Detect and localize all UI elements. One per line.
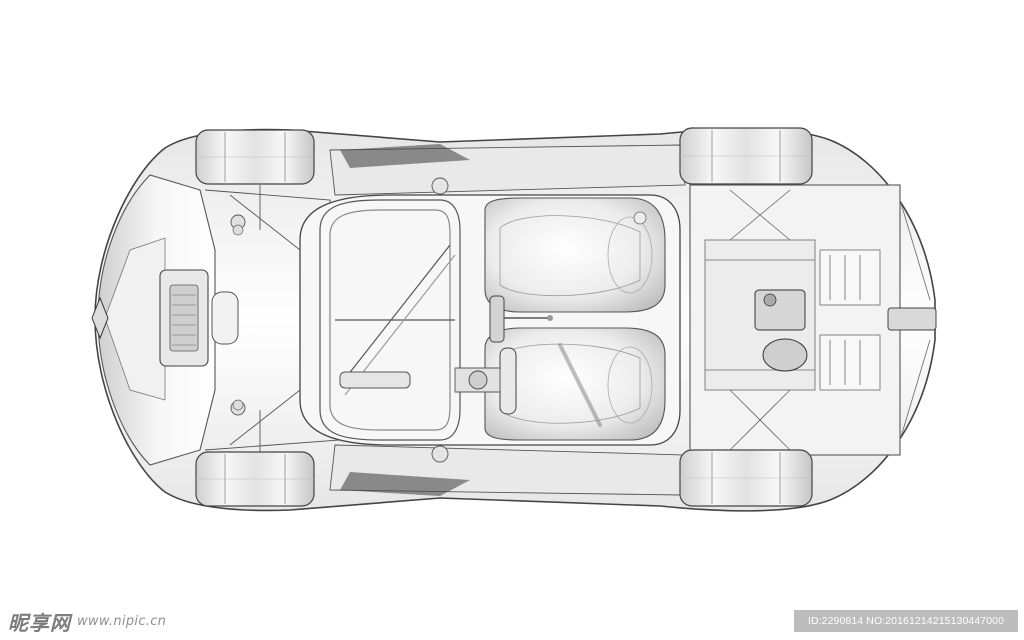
site-watermark: 昵享网 www.nipic.cn — [8, 608, 167, 635]
front-logo-icon — [91, 296, 109, 340]
rear-right-wheel — [679, 449, 813, 507]
front-left-wheel — [195, 129, 315, 185]
steering-wheel-icon — [454, 347, 517, 415]
engine-block — [754, 289, 808, 372]
roll-cage — [319, 199, 461, 441]
gear-shifter — [489, 295, 553, 343]
site-logo: 昵享网 — [8, 610, 71, 635]
site-url: www.nipic.cn — [77, 613, 167, 629]
exhaust-pipe — [887, 307, 937, 331]
rear-left-wheel — [679, 127, 813, 185]
center-tunnel — [339, 371, 411, 389]
front-right-wheel — [195, 451, 315, 507]
passenger-seat — [484, 327, 666, 441]
image-id-badge: ID:2290814 NO:20161214215130447000 — [794, 610, 1018, 632]
